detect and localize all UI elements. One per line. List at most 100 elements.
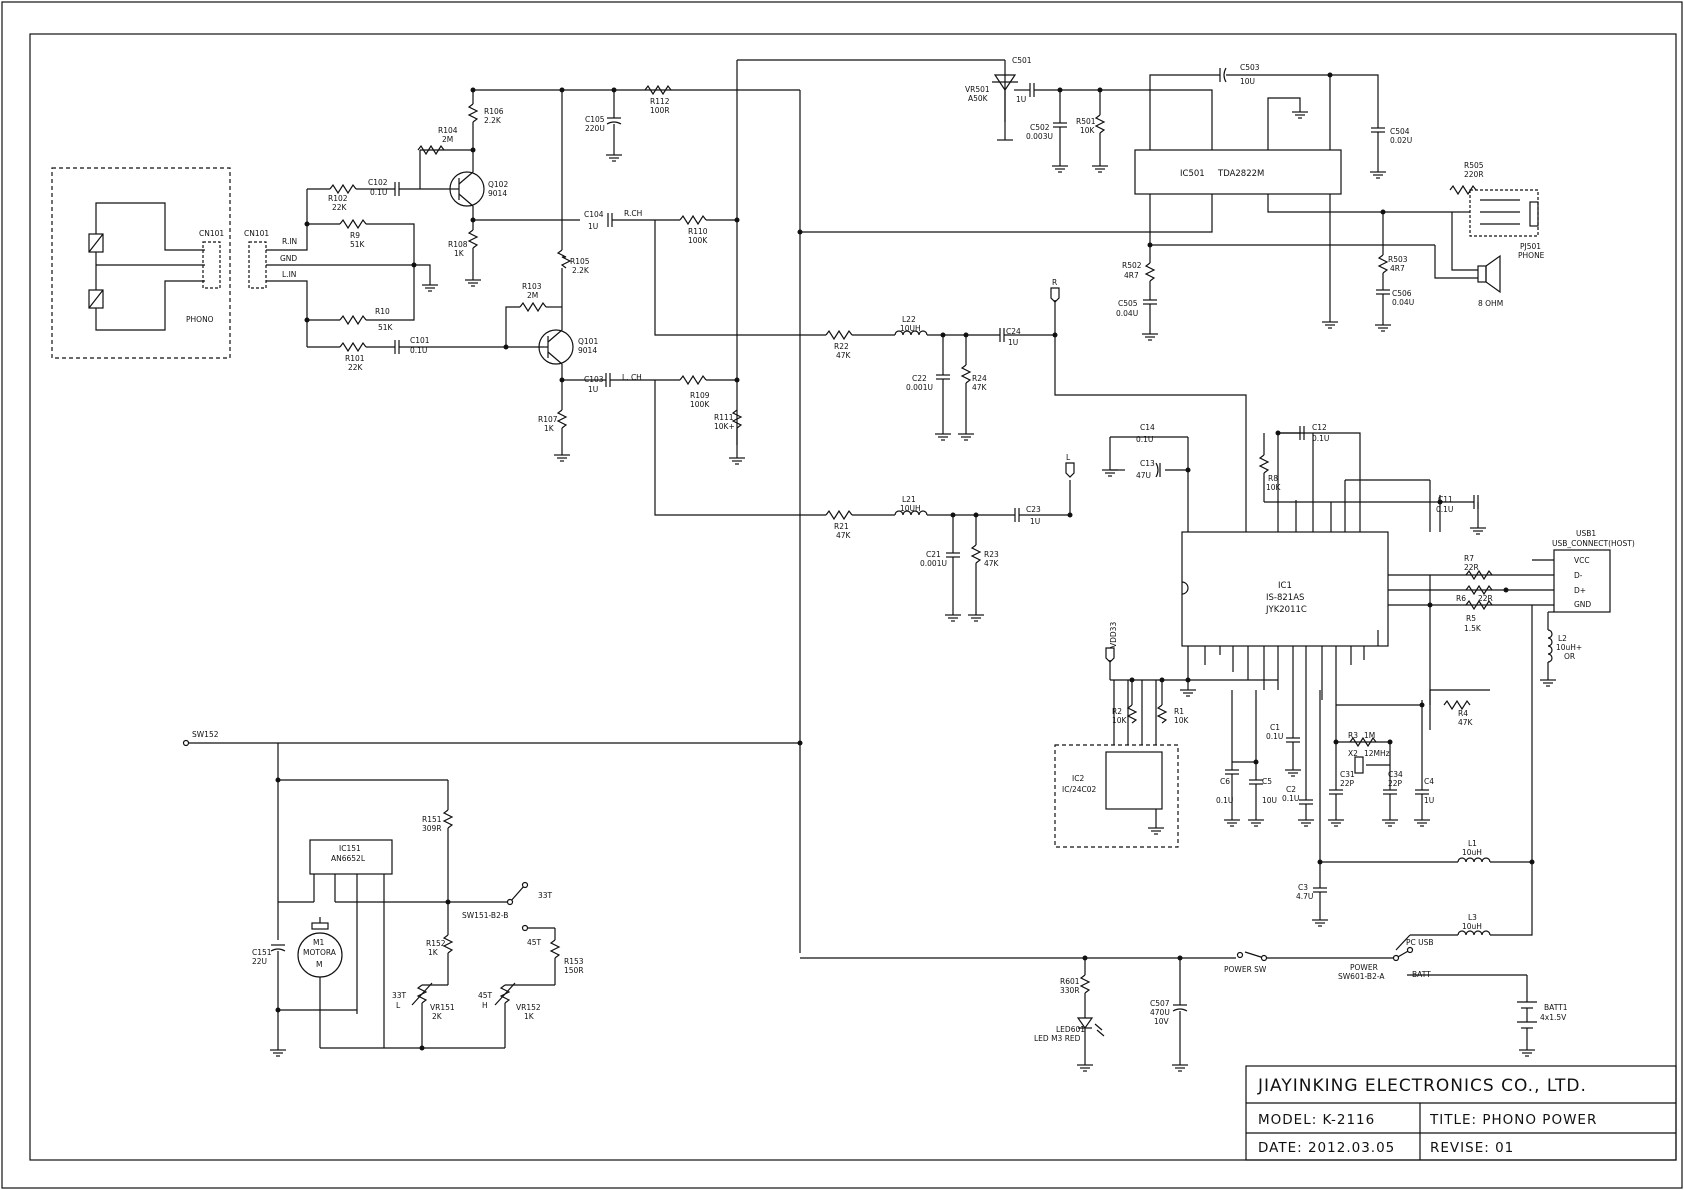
c2-value: 0.1U (1282, 794, 1299, 803)
cn101-socket (248, 241, 267, 289)
r3-value: 1M (1364, 731, 1375, 740)
gnd-label: GND (280, 254, 297, 263)
c6-value: 0.1U (1216, 796, 1233, 805)
usb-connector (1388, 549, 1611, 863)
c1-label: C1 (1270, 723, 1280, 732)
c1-value: 0.1U (1266, 732, 1283, 741)
m1-label: M1 (313, 938, 324, 947)
batt1-value: 4x1.5V (1540, 1013, 1567, 1022)
r112-value: 100R (650, 106, 670, 115)
input-wiring (266, 182, 544, 354)
c21-value: 0.001U (920, 559, 947, 568)
r5-label: R5 (1466, 614, 1476, 623)
l3-value: 10uH (1462, 922, 1482, 931)
l-filter (825, 462, 1075, 622)
rin-label: R.IN (282, 237, 297, 246)
c11-value: 0.1U (1436, 505, 1453, 514)
r-filter (825, 287, 1247, 520)
pcusb-label: PC USB (1406, 938, 1434, 947)
c2-label: C2 (1286, 785, 1296, 794)
r102-label: R102 (328, 194, 348, 203)
t45h-sub: H (482, 1001, 488, 1010)
lch-label: L. CH (622, 373, 642, 382)
vr152-value: 1K (524, 1012, 535, 1021)
r106-value: 2.2K (484, 116, 502, 125)
r502-value: 4R7 (1124, 271, 1139, 280)
c5-value: 10U (1262, 796, 1277, 805)
r601-label: R601 (1060, 977, 1080, 986)
t33-label: 33T (538, 891, 553, 900)
c13-label: C13 (1140, 459, 1155, 468)
c151-value: 22U (252, 957, 267, 966)
r152-value: 1K (428, 948, 439, 957)
l2-label: L2 (1558, 634, 1567, 643)
r10-value: 51K (378, 323, 394, 332)
r104-value: 2M (442, 135, 453, 144)
title-texts: JIAYINKING ELECTRONICS CO., LTD. MODEL: … (1257, 1076, 1596, 1156)
t45-label: 45T (527, 938, 542, 947)
q102-stage (417, 89, 800, 287)
q102-value: 9014 (488, 189, 507, 198)
r9-label: R9 (350, 231, 360, 240)
r24-label: R24 (972, 374, 987, 383)
sw601-label: POWER (1350, 963, 1378, 972)
q101-label: Q101 (578, 337, 598, 346)
motor-section (186, 742, 800, 1057)
r6-label: R6 (1456, 594, 1466, 603)
phono-cartridge (88, 202, 205, 331)
c503-label: C503 (1240, 63, 1260, 72)
r111-label: R111 (714, 413, 734, 422)
c3-value: 4.7U (1296, 892, 1313, 901)
r151-label: R151 (422, 815, 442, 824)
c501-value: 1U (1016, 95, 1026, 104)
r501-label: R501 (1076, 117, 1096, 126)
decoupling-caps (1224, 690, 1430, 827)
r22-value: 47K (836, 351, 852, 360)
phono-label: PHONO (186, 315, 214, 324)
r103-value: 2M (527, 291, 538, 300)
l-channel-out (605, 373, 826, 516)
l-tag: L (1066, 453, 1071, 462)
c501-label: C501 (1012, 56, 1032, 65)
ic501-label: IC501 (1180, 169, 1205, 179)
c507-value: 470U (1150, 1008, 1170, 1017)
c31-value: 22P (1340, 779, 1355, 788)
c506-label: C506 (1392, 289, 1412, 298)
power-sw-label: POWER SW (1224, 965, 1267, 974)
ic1-code: JYK2011C (1265, 605, 1307, 615)
r108-value: 1K (454, 249, 465, 258)
c22-label: C22 (912, 374, 927, 383)
c11-label: C11 (1438, 495, 1453, 504)
c104-value: 1U (588, 222, 598, 231)
r9-value: 51K (350, 240, 366, 249)
r101-value: 22K (348, 363, 364, 372)
c506-value: 0.04U (1392, 298, 1414, 307)
phone-jack (1434, 184, 1539, 294)
t33l-label: 33T (392, 991, 407, 1000)
sw152-label: SW152 (192, 730, 219, 739)
sw601-value: SW601-B2-A (1338, 972, 1385, 981)
c101-label: C101 (410, 336, 430, 345)
l1-value: 10uH (1462, 848, 1482, 857)
r7-value: 22R (1464, 563, 1479, 572)
c34-value: 22P (1388, 779, 1403, 788)
c24-label: C24 (1006, 327, 1021, 336)
c14-label: C14 (1140, 423, 1155, 432)
speaker-label: 8 OHM (1478, 299, 1503, 308)
r102-value: 22K (332, 203, 348, 212)
r2-label: R2 (1112, 707, 1122, 716)
r111-value: 10K+ (714, 422, 735, 431)
r22-label: R22 (834, 342, 849, 351)
usb1-label: USB1 (1576, 529, 1596, 538)
cn101-connector (202, 241, 221, 289)
r5-value: 1.5K (1464, 624, 1482, 633)
r3-label: R3 (1348, 731, 1358, 740)
lin-label: L.IN (282, 270, 296, 279)
r10-label: R10 (375, 307, 390, 316)
phono-cartridge-box (51, 167, 231, 359)
c151-label: C151 (252, 948, 272, 957)
x2-label: X2 (1348, 749, 1358, 758)
date-field: DATE: 2012.03.05 (1258, 1140, 1395, 1156)
vr501-value: A50K (968, 94, 989, 103)
l1-label: L1 (1468, 839, 1477, 848)
